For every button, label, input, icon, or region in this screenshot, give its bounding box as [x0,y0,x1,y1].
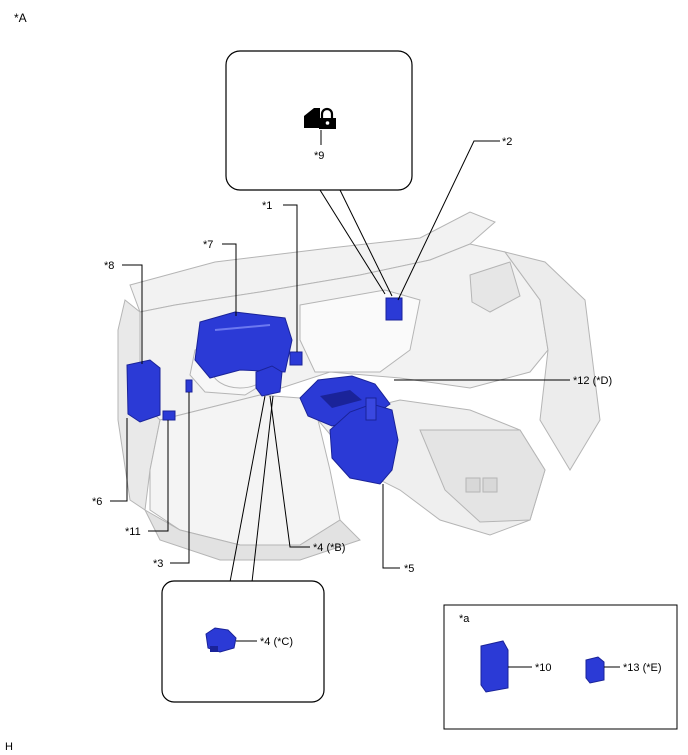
component-3 [185,379,193,393]
label-10: *10 [535,662,552,674]
vehicle-interior-illustration [117,211,601,561]
label-3: *3 [153,558,163,570]
component-1 [289,351,303,366]
component-4c [205,627,237,653]
footer-code: H [5,741,13,753]
label-2: *2 [502,136,512,148]
label-11: *11 [125,526,141,538]
label-4b: *4 (*B) [313,542,345,554]
label-4c: *4 (*C) [260,636,293,648]
label-7: *7 [203,239,213,251]
component-10 [480,640,509,693]
ecu-8-component [126,359,161,423]
component-2 [385,297,403,321]
label-5: *5 [404,563,414,575]
label-13: *13 (*E) [623,662,662,674]
label-9: *9 [314,150,324,162]
combination-meter-component [194,311,293,379]
view-label: *A [14,11,27,25]
door-lock-icon [304,107,336,129]
callout-box-a: *a *10 *13 (*E) [443,604,678,730]
component-13 [585,656,605,684]
label-6: *6 [92,496,102,508]
component-11 [162,410,176,421]
callout-box-4c: *4 (*C) [161,580,325,703]
label-12: *12 (*D) [573,375,612,387]
component-4b [255,365,283,397]
label-1: *1 [262,200,272,212]
label-8: *8 [104,260,114,272]
label-a: *a [459,613,470,625]
component-5-shift-assembly [329,397,399,485]
callout-box-9: *9 [225,50,413,191]
leader-lines [110,140,570,583]
